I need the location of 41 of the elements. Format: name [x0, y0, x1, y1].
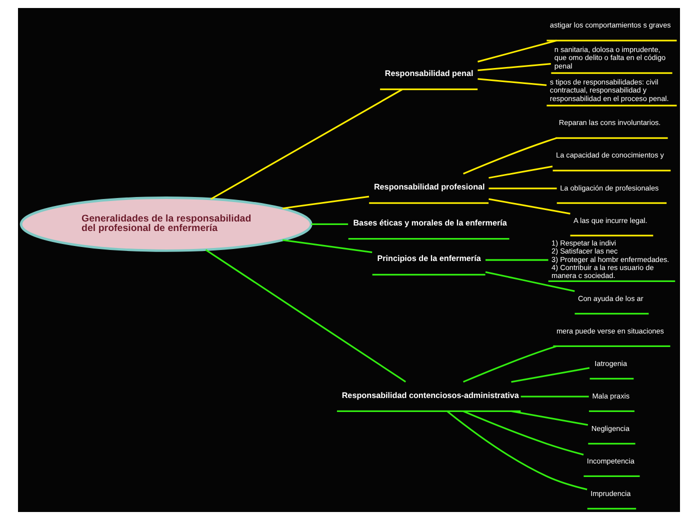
connector [204, 249, 406, 382]
node-text: La capacidad de conocimientos y [556, 150, 664, 160]
connector [484, 271, 574, 292]
connector [520, 396, 588, 398]
connector [310, 223, 348, 226]
node-text: n sanitaria, dolosa o imprudente, que omo delito o falta en el código penal [554, 45, 666, 70]
node-text: 1) Respetar la indivi 2) Satisfacer las nec 3) Proteger al hombr enfermedades. 4) Contribuir a la res usuario de manera c sociedad. [551, 238, 669, 280]
connector [477, 40, 556, 62]
connector [462, 345, 556, 383]
connector [510, 367, 590, 383]
node-ellipse: Generalidades de la responsabilidad del profesional de enfermería [19, 196, 312, 252]
connector [510, 410, 588, 426]
node-text: Mala praxis [592, 391, 630, 400]
node-text: Responsabilidad profesional [373, 182, 484, 192]
node-text: astigar los comportamientos s graves [549, 20, 670, 30]
connector [485, 259, 548, 261]
connector [282, 239, 372, 254]
node-text: Responsabilidad penal [384, 68, 473, 78]
node-text: A las que incurre legal. [573, 216, 647, 225]
node-text: Iatrogenia [594, 358, 627, 368]
connector [488, 198, 570, 214]
connector [477, 78, 546, 86]
connector [210, 88, 402, 200]
node-text: Responsabilidad contenciosos-administrativa [341, 390, 518, 400]
node-text: Bases éticas y morales de la enfermería [352, 218, 506, 228]
node-text: Incompetencia [586, 456, 634, 466]
node-text: Negligencia [590, 424, 630, 433]
node-text: mera puede verse en situaciones [556, 326, 664, 336]
node-text: Principios de la enfermería [376, 254, 480, 264]
node-text: Con ayuda de los ar [577, 294, 643, 303]
connector [488, 166, 552, 179]
connector [462, 137, 556, 174]
connector [477, 62, 550, 72]
node-text: s tipos de responsabilidades: civil contractual, responsabilidad y responsabilidad en el proceso penal. [549, 78, 668, 103]
connector [462, 410, 584, 456]
node-text: La obligación de profesionales [560, 183, 658, 192]
node-text: Imprudencia [590, 488, 630, 498]
connector [282, 196, 369, 210]
connector [446, 410, 587, 490]
connector [488, 188, 556, 190]
node-text: Reparan las cons involuntarios. [558, 118, 660, 128]
